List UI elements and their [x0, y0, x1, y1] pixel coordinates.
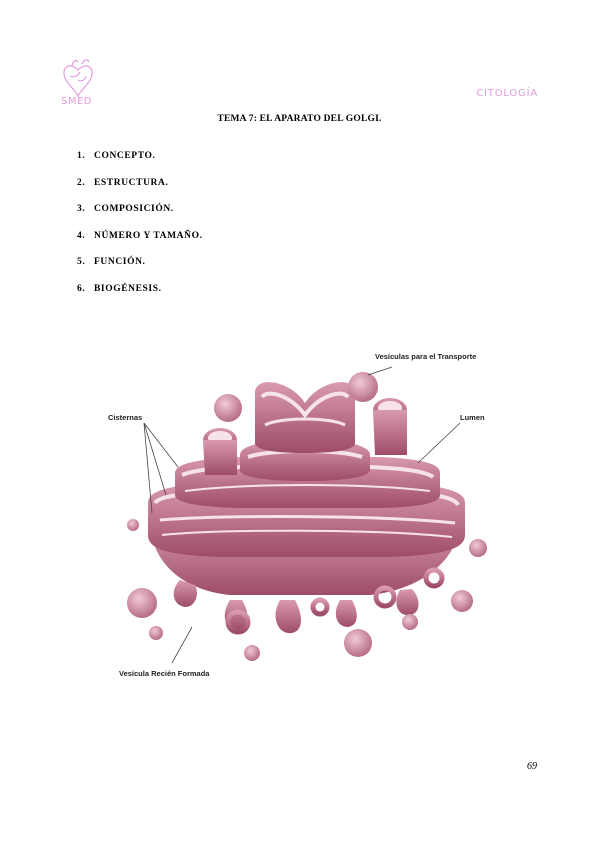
toc-item: 3.COMPOSICIÓN.	[77, 204, 174, 214]
toc-item: 4.NÚMERO Y TAMAÑO.	[77, 230, 203, 241]
golgi-diagram: Vesículas para el Transporte Cisternas L…	[100, 345, 500, 685]
page-number: 69	[527, 761, 537, 772]
logo-text: SMED	[61, 96, 92, 107]
transport-vesicles-label: Vesículas para el Transporte	[375, 352, 477, 361]
section-header: CITOLOGÍA	[476, 88, 538, 99]
golgi-apparatus-illustration	[127, 366, 487, 664]
toc-item: 1.CONCEPTO.	[77, 151, 156, 161]
cisternae-label: Cisternas	[108, 413, 143, 422]
heart-logo-icon	[63, 59, 93, 98]
toc-item: 6.BIOGÉNESIS.	[77, 283, 162, 294]
toc-item: 5.FUNCIÓN.	[77, 257, 146, 267]
toc-item: 2.ESTRUCTURA.	[77, 177, 169, 188]
new-vesicle-label: Vesícula Recién Formada	[119, 669, 210, 678]
page-title: TEMA 7: EL APARATO DEL GOLGI.	[217, 114, 382, 124]
lumen-label: Lumen	[460, 413, 485, 422]
table-of-contents: 1.CONCEPTO. 2.ESTRUCTURA. 3.COMPOSICIÓN.…	[77, 151, 203, 310]
